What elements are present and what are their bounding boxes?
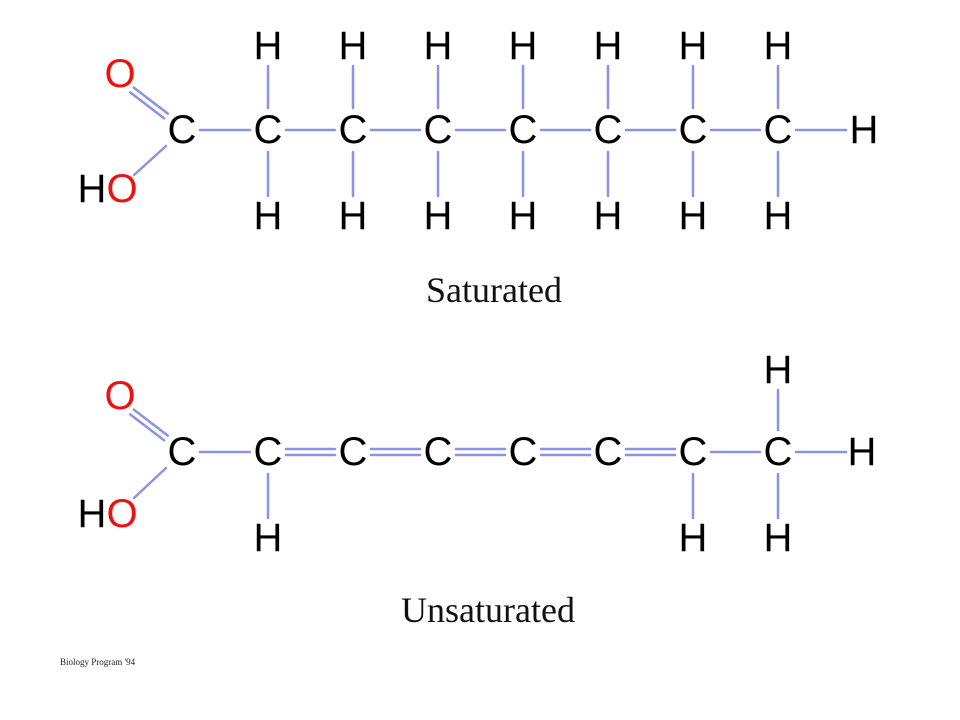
- hydrogen-atom-top: H: [509, 24, 538, 68]
- carbonyl-double-bond: [128, 413, 166, 442]
- carbonyl-double-bond: [128, 91, 166, 120]
- hydroxyl-hydrogen: H: [78, 492, 107, 536]
- saturated-caption: Saturated: [426, 270, 562, 310]
- hydrogen-atom-bottom: H: [424, 194, 453, 238]
- hydrogen-atom-bottom: H: [764, 194, 793, 238]
- carbon-atom: C: [254, 430, 283, 474]
- hydrogen-atom-top: H: [764, 348, 793, 392]
- carbon-atom: C: [254, 108, 283, 152]
- hydrogen-atom-bottom: H: [679, 516, 708, 560]
- carbon-atom: C: [764, 430, 793, 474]
- carbon-atom: C: [509, 108, 538, 152]
- hydrogen-atom-top: H: [424, 24, 453, 68]
- terminal-hydrogen: H: [848, 430, 877, 474]
- hydrogen-atom-top: H: [254, 24, 283, 68]
- hydrogen-atom-bottom: H: [509, 194, 538, 238]
- unsaturated-caption: Unsaturated: [401, 590, 575, 630]
- hydrogen-atom-top: H: [594, 24, 623, 68]
- hydrogen-atom-bottom: H: [254, 194, 283, 238]
- carbon-atom: C: [764, 108, 793, 152]
- hydroxyl-oxygen: O: [106, 167, 137, 211]
- credit-text: Biology Program '94: [60, 657, 136, 667]
- hydrogen-atom-top: H: [679, 24, 708, 68]
- carbon-atom: C: [424, 108, 453, 152]
- carbon-atom: C: [339, 430, 368, 474]
- hydrogen-atom-bottom: H: [679, 194, 708, 238]
- hydrogen-atom-bottom: H: [339, 194, 368, 238]
- carbon-atom: C: [168, 430, 197, 474]
- hydrogen-atom-top: H: [339, 24, 368, 68]
- hydrogen-atom-bottom: H: [254, 516, 283, 560]
- carbonyl-oxygen: O: [104, 52, 135, 96]
- carbonyl-oxygen: O: [104, 374, 135, 418]
- hydroxyl-bond: [132, 144, 168, 177]
- carbon-atom: C: [424, 430, 453, 474]
- terminal-hydrogen: H: [850, 108, 879, 152]
- carbon-atom: C: [339, 108, 368, 152]
- carbonyl-double-bond: [132, 86, 170, 115]
- hydroxyl-bond: [132, 466, 168, 500]
- hydroxyl-hydrogen: H: [78, 167, 107, 211]
- hydroxyl-oxygen: O: [106, 492, 137, 536]
- hydrogen-atom-bottom: H: [594, 194, 623, 238]
- carbon-atom: C: [679, 430, 708, 474]
- carbon-atom: C: [594, 430, 623, 474]
- carbon-atom: C: [679, 108, 708, 152]
- carbon-atom: C: [509, 430, 538, 474]
- hydrogen-atom-top: H: [764, 24, 793, 68]
- carbon-atom: C: [594, 108, 623, 152]
- carbonyl-double-bond: [132, 408, 170, 437]
- carbon-atom: C: [168, 108, 197, 152]
- hydrogen-atom-bottom: H: [764, 516, 793, 560]
